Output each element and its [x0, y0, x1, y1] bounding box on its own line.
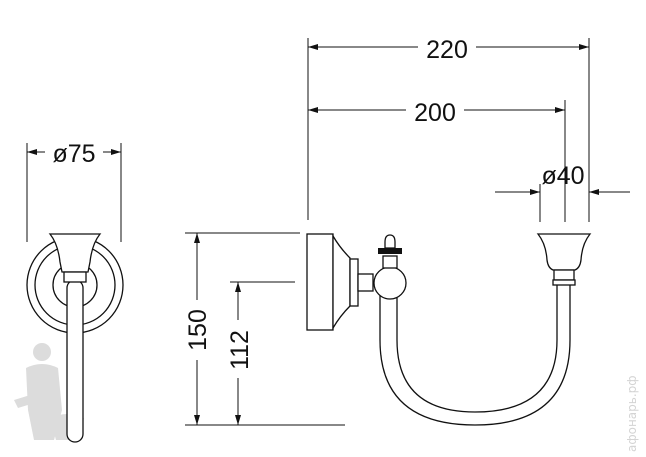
cup [536, 233, 592, 271]
width-220-label: 220 [426, 36, 468, 64]
tube [66, 279, 84, 443]
diameter-40-label: ø40 [541, 162, 584, 190]
flange [332, 233, 351, 331]
diameter-75-label: ø75 [52, 140, 95, 168]
flange-step [349, 258, 359, 307]
cup [48, 233, 102, 273]
finial-knurl [378, 248, 402, 254]
finial-cap [384, 234, 396, 249]
finial-stem [382, 255, 398, 269]
neck [357, 273, 374, 292]
cup-ring [552, 279, 576, 286]
curved-tube [379, 283, 571, 426]
cup-neck [553, 269, 575, 281]
front-view: ø75 [26, 140, 124, 443]
height-112-label: 112 [226, 330, 254, 370]
side-view: 220 200 ø40 150 112 [184, 36, 630, 426]
ball-joint [373, 266, 407, 300]
site-watermark: афонарь.рф [625, 375, 639, 452]
cup-ring [63, 271, 87, 283]
height-150-label: 150 [184, 309, 212, 351]
wall-plate [306, 233, 334, 331]
width-200-label: 200 [414, 99, 456, 127]
